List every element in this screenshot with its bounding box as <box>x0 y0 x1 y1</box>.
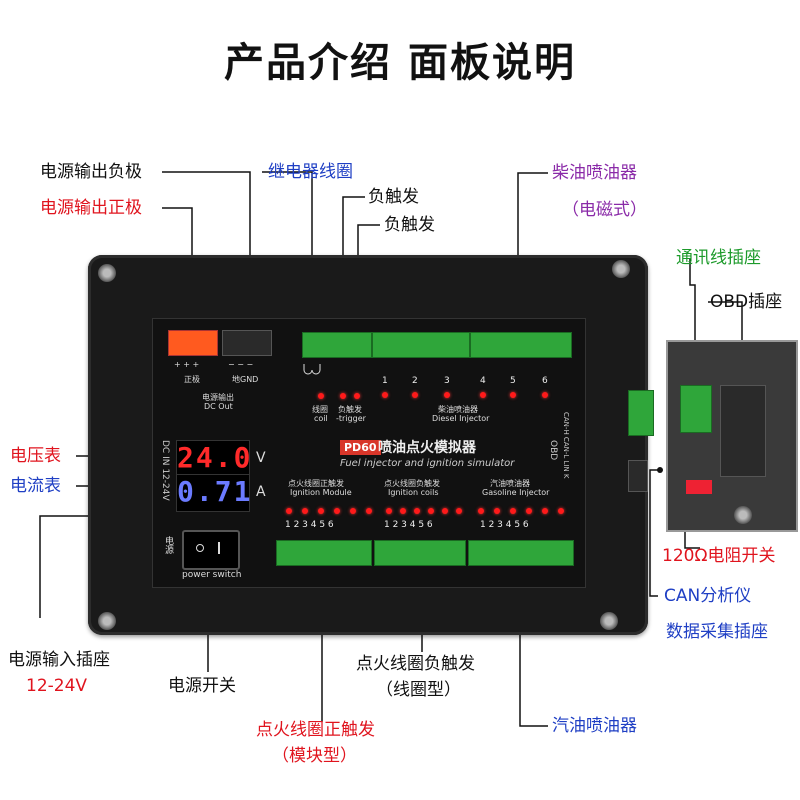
trigger-cn: 负触发 <box>338 405 362 414</box>
screw-icon <box>734 506 752 524</box>
diesel-num: 4 <box>480 376 486 386</box>
can-labels: CAN-H CAN-L LIN K <box>562 412 570 479</box>
label-gasoline-injector: 汽油喷油器 <box>552 716 637 736</box>
label-data-socket: 数据采集插座 <box>666 622 768 642</box>
screw-icon <box>600 612 618 630</box>
diesel-num: 5 <box>510 376 516 386</box>
product-name-cn: 喷油点火模拟器 <box>378 440 476 456</box>
obd-label: OBD <box>548 440 558 461</box>
resistor-dip-switch[interactable] <box>686 480 712 494</box>
ignition-module-connector[interactable] <box>276 540 372 566</box>
label-diesel-injector: 柴油喷油器 <box>552 163 637 183</box>
label-can-analyzer: CAN分析仪 <box>664 586 752 606</box>
screw-icon <box>98 264 116 282</box>
obd-socket-connector[interactable] <box>720 385 766 477</box>
diesel-connector-left[interactable] <box>372 332 470 358</box>
gas-cn: 汽油喷油器 <box>490 479 530 488</box>
label-power-out-positive: 电源输出正极 <box>40 198 142 218</box>
coil-symbol-icon <box>303 364 321 375</box>
power-switch-button[interactable] <box>182 530 240 570</box>
label-ign-pos-trigger: 点火线圈正触发 <box>256 720 375 740</box>
ign-coil-cn: 点火线圈负触发 <box>384 479 440 488</box>
label-resistor-switch: 120Ω电阻开关 <box>662 546 776 566</box>
label-ammeter: 电流表 <box>10 476 61 496</box>
diesel-connector-right[interactable] <box>470 332 572 358</box>
dc-out-ground-connector[interactable] <box>222 330 272 356</box>
voltmeter-display: 24.0 <box>176 440 250 478</box>
dc-out-positive-connector[interactable] <box>168 330 218 356</box>
label-obd-socket: OBD插座 <box>710 292 783 312</box>
gasoline-injector-connector[interactable] <box>468 540 574 566</box>
ign-mod-cn: 点火线圈正触发 <box>288 479 344 488</box>
relay-trigger-connector[interactable] <box>302 332 372 358</box>
power-en: power switch <box>182 570 242 580</box>
ground-label: 地GND <box>232 375 259 384</box>
label-voltmeter: 电压表 <box>10 446 61 466</box>
coil-en: coil <box>314 414 328 423</box>
label-comm-socket: 通讯线插座 <box>676 248 761 268</box>
product-name-en: Fuel injector and ignition simulator <box>340 458 515 469</box>
dc-out-en: DC Out <box>204 402 233 411</box>
trigger-en: -trigger <box>336 414 366 423</box>
label-ign-pos-type: （模块型） <box>272 746 357 766</box>
dc-in-label: DC IN 12-24V <box>160 440 170 501</box>
screw-icon <box>98 612 116 630</box>
screw-icon <box>612 260 630 278</box>
label-diesel-injector-type: （电磁式） <box>562 200 647 220</box>
label-ign-neg-type: （线圈型） <box>376 680 461 700</box>
obd-inset-photo <box>666 340 798 532</box>
voltage-unit: V <box>256 450 266 466</box>
label-power-in-socket: 电源输入插座 <box>8 650 110 670</box>
diesel-en: Diesel Injector <box>432 414 490 423</box>
diesel-num: 1 <box>382 376 388 386</box>
diesel-num: 3 <box>444 376 450 386</box>
ammeter-display: 0.71 <box>176 474 250 512</box>
current-unit: A <box>256 484 266 500</box>
comm-socket-connector[interactable] <box>680 385 712 433</box>
ign-coil-en: Ignition coils <box>388 488 439 497</box>
label-power-in-voltage: 12-24V <box>26 676 88 696</box>
label-power-out-negative: 电源输出负极 <box>40 162 142 182</box>
dc-out-cn: 电源输出 <box>202 393 234 402</box>
label-power-switch: 电源开关 <box>168 676 236 696</box>
label-relay-coil: 继电器线圈 <box>268 162 353 182</box>
label-ign-neg-trigger: 点火线圈负触发 <box>356 654 475 674</box>
positive-label: 正极 <box>184 375 200 384</box>
side-connector[interactable] <box>628 390 654 436</box>
power-on-icon <box>218 542 220 554</box>
gas-en: Gasoline Injector <box>482 488 550 497</box>
brand-badge: PD60 <box>340 440 381 455</box>
diesel-cn: 柴油喷油器 <box>438 405 478 414</box>
diesel-num: 6 <box>542 376 548 386</box>
ignition-coil-connector[interactable] <box>374 540 466 566</box>
side-socket[interactable] <box>628 460 648 492</box>
coil-cn: 线圈 <box>312 405 328 414</box>
page-title: 产品介绍 面板说明 <box>224 40 576 86</box>
label-neg-trigger-1: 负触发 <box>368 187 419 207</box>
power-off-icon <box>196 544 204 552</box>
power-cn: 电源 <box>163 536 173 554</box>
diesel-num: 2 <box>412 376 418 386</box>
label-neg-trigger-2: 负触发 <box>384 215 435 235</box>
ign-mod-en: Ignition Module <box>290 488 352 497</box>
